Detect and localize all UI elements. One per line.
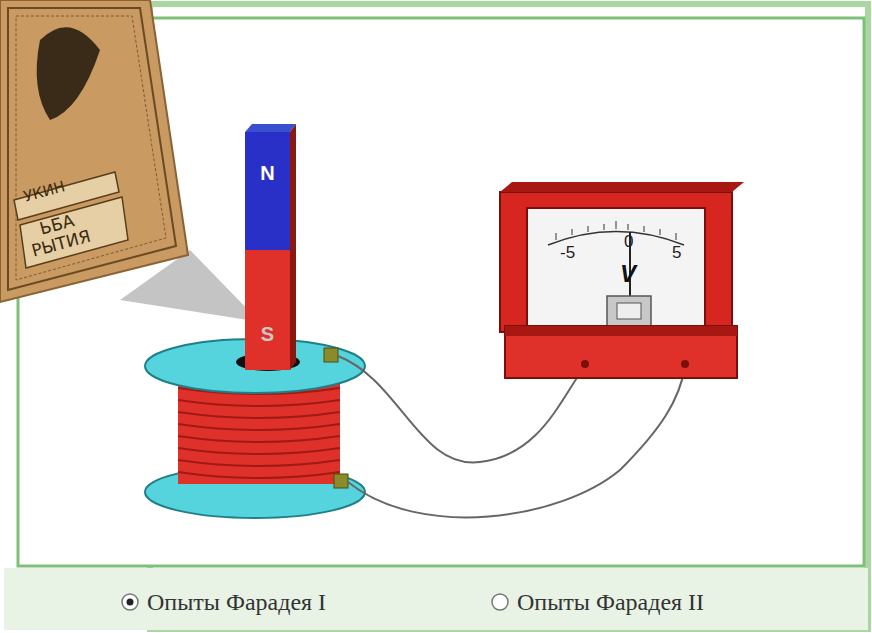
meter-mechanism [617,303,641,319]
meter-case [500,192,732,332]
radio-button [492,594,508,610]
meter-base-edge [505,326,737,336]
pole-letter: S [261,323,274,346]
meter-terminal [681,360,689,368]
meter-face [527,208,705,326]
pole-letter: N [260,162,274,185]
book-text: УКИН [22,179,67,204]
wire [348,366,685,517]
magnet-side [290,124,296,370]
scale-ticks [556,221,676,240]
book-cover [0,0,188,302]
scale-number: -5 [560,244,575,261]
book-title-box [20,197,128,268]
radio-dot [127,599,134,606]
scale-number: 0 [624,233,633,250]
book-ornament [16,16,166,280]
meter-terminal [581,360,589,368]
book-border [8,8,176,290]
terminal [334,474,348,488]
control-bar [4,568,868,630]
radio-button [122,594,138,610]
terminal [324,348,338,362]
meter-mechanism [607,296,651,326]
magnet-north-pole: N [245,132,290,250]
book-picture [37,27,100,120]
scale-number: 5 [672,244,681,261]
meter-symbol: V [620,262,636,286]
book-title: РЫТИЯ [30,228,93,260]
magnet-top [245,124,296,132]
meter-base [505,326,737,378]
radio-label: Опыты Фарадея II [517,590,704,614]
magnet-south-pole: S [245,250,290,370]
meter-scale [548,232,684,246]
coil-turns [178,388,340,478]
meter-top [500,182,744,192]
radio-label: Опыты Фарадея I [147,590,326,614]
